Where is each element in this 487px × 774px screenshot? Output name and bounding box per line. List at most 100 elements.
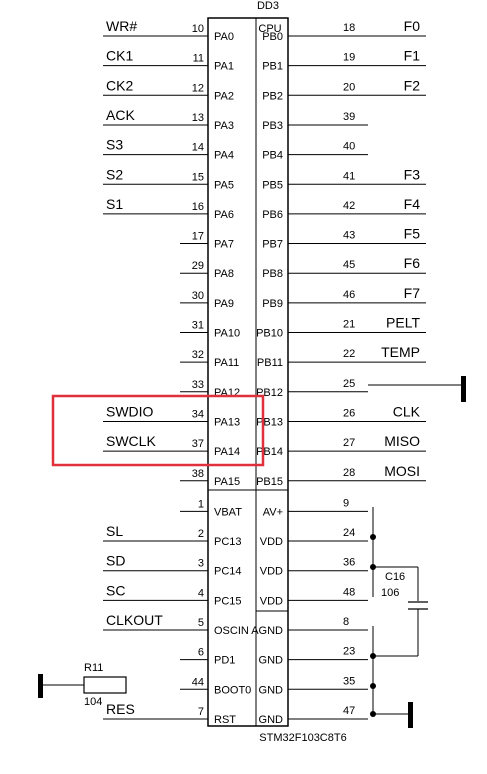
left-pin-name: PA6 <box>214 209 234 221</box>
right-pin-name: VDD <box>260 536 283 548</box>
left-net-label: ACK <box>106 107 135 123</box>
left-pin-name: PC15 <box>214 595 242 607</box>
left-pin-number: 31 <box>192 320 204 332</box>
left-net-label: WR# <box>106 18 137 34</box>
right-pin-name: AV+ <box>263 506 283 518</box>
ic-body <box>207 17 289 727</box>
gnd-junction-1 <box>370 653 376 659</box>
right-pin-number: 20 <box>343 81 355 93</box>
left-net-label: SWDIO <box>106 403 154 419</box>
right-net-label: F1 <box>404 48 421 64</box>
left-pin-number: 14 <box>192 142 204 154</box>
left-net-label: SWCLK <box>106 433 156 449</box>
right-pin-number: 8 <box>343 616 349 628</box>
left-pin-name: PD1 <box>214 655 235 667</box>
right-pin-number: 41 <box>343 170 355 182</box>
left-pin-name: PA15 <box>214 476 240 488</box>
right-net-label: MISO <box>384 433 420 449</box>
right-pin-name: PB0 <box>262 31 283 43</box>
right-pin-number: 25 <box>343 378 355 390</box>
right-pin-number: 27 <box>343 437 355 449</box>
left-pin-number: 6 <box>198 647 204 659</box>
right-pin-name: PB2 <box>262 90 283 102</box>
left-pin-name: PC14 <box>214 566 242 578</box>
left-net-label: S2 <box>106 166 123 182</box>
right-pin-number: 24 <box>343 527 355 539</box>
left-pin-name: OSCIN <box>214 625 249 637</box>
right-pin-number: 36 <box>343 557 355 569</box>
chip-designator: DD3 <box>257 0 279 12</box>
capacitor-value: 106 <box>381 587 399 599</box>
right-pin-name: PB13 <box>256 416 283 428</box>
left-pin-name: PA3 <box>214 120 234 132</box>
chip-section-label: CPU <box>258 23 281 35</box>
right-pin-name: PB15 <box>256 476 283 488</box>
left-pin-number: 15 <box>192 171 204 183</box>
right-pin-number: 43 <box>343 230 355 242</box>
right-pin-name: AGND <box>251 625 283 637</box>
right-pin-name: PB5 <box>262 179 283 191</box>
right-pin-name: VDD <box>260 595 283 607</box>
right-pin-name: PB1 <box>262 61 283 73</box>
right-pin-number: 22 <box>343 348 355 360</box>
left-pin-number: 44 <box>192 676 204 688</box>
left-pin-number: 34 <box>192 408 204 420</box>
left-pin-number: 7 <box>198 706 204 718</box>
left-pin-name: BOOT0 <box>214 684 251 696</box>
left-pin-number: 16 <box>192 201 204 213</box>
left-pin-number: 1 <box>198 498 204 510</box>
right-pin-number: 23 <box>343 646 355 658</box>
right-pin-name: PB8 <box>262 268 283 280</box>
left-net-label: CK2 <box>106 77 133 93</box>
left-pin-name: PA11 <box>214 357 239 369</box>
left-pin-name: PA9 <box>214 298 234 310</box>
right-pin-name: PB14 <box>256 446 283 458</box>
right-pin-name: PB7 <box>262 239 283 251</box>
right-net-label: CLK <box>393 403 421 419</box>
left-pin-number: 2 <box>198 528 204 540</box>
capacitor-ref: C16 <box>385 571 405 583</box>
left-pin-name: PA10 <box>214 328 240 340</box>
left-pin-number: 13 <box>192 112 204 124</box>
right-net-label: F5 <box>404 226 421 242</box>
left-pin-name: PA13 <box>214 416 240 428</box>
right-net-label: F2 <box>404 77 421 93</box>
right-pin-name: PB9 <box>262 298 283 310</box>
right-net-label: MOSI <box>384 463 420 479</box>
right-pin-number: 45 <box>343 259 355 271</box>
vdd-junction-1 <box>370 534 376 540</box>
right-pin-name: GND <box>259 684 284 696</box>
resistor-ref: R11 <box>84 662 103 674</box>
left-net-label: CK1 <box>106 48 133 64</box>
right-net-label: F3 <box>404 166 421 182</box>
right-pin-number: 18 <box>343 22 355 34</box>
right-pin-number: 26 <box>343 407 355 419</box>
left-pin-name: PA14 <box>214 446 240 458</box>
left-pin-number: 11 <box>193 53 204 65</box>
left-pin-name: RST <box>214 714 236 726</box>
left-net-label: SD <box>106 553 125 569</box>
right-pin-number: 39 <box>343 111 355 123</box>
left-pin-name: PA0 <box>214 31 234 43</box>
left-net-label: RES <box>106 701 135 717</box>
right-pin-number: 35 <box>343 675 355 687</box>
right-pin-name: VDD <box>260 566 283 578</box>
right-pin-number: 28 <box>343 467 355 479</box>
right-pin-number: 47 <box>343 705 355 717</box>
left-pin-name: VBAT <box>214 506 242 518</box>
left-net-label: S1 <box>106 196 123 212</box>
left-pin-number: 12 <box>192 82 204 94</box>
left-pin-number: 3 <box>198 558 204 570</box>
gnd-junction-2 <box>370 683 376 689</box>
left-net-label: SC <box>106 582 125 598</box>
right-net-label: TEMP <box>381 344 420 360</box>
right-net-label: F6 <box>404 255 421 271</box>
resistor-value: 104 <box>84 696 102 708</box>
right-pin-name: PB3 <box>262 120 283 132</box>
left-pin-number: 30 <box>192 290 204 302</box>
right-pin-name: GND <box>259 714 284 726</box>
right-pin-name: PB6 <box>262 209 283 221</box>
left-pin-name: PA2 <box>214 90 234 102</box>
left-net-label: CLKOUT <box>106 612 163 628</box>
